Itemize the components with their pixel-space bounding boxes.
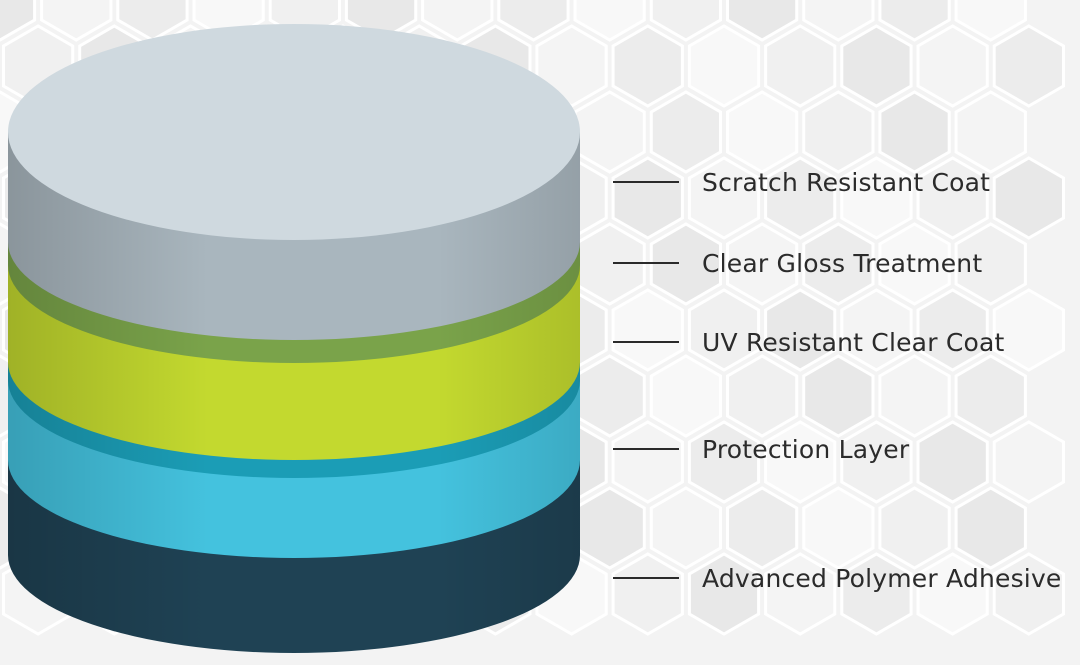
hexagon-tile [916,156,989,240]
layer-label-text: Scratch Resistant Coat [702,167,991,197]
hexagon-tile [840,288,913,372]
hexagon-tile [992,288,1065,372]
hexagon-tile [497,0,570,42]
hexagon-tile [573,0,646,42]
hexagon-tile [954,354,1027,438]
layer-label-5: Advanced Polymer Adhesive [613,558,1062,598]
layer-label-text: UV Resistant Clear Coat [702,327,1005,357]
hexagon-tile [840,552,913,636]
hexagon-tile [40,0,113,42]
hexagon-tile [992,24,1065,108]
hexagon-tile [726,486,799,570]
hexagon-tile [344,0,418,42]
hexagon-tile [611,24,684,108]
hexagon-tile [878,90,951,174]
hexagon-tile [649,354,722,438]
hexagon-tile [840,156,913,240]
hexagon-tile [802,222,875,306]
leader-line [613,448,679,450]
hexagon-tile [764,24,837,108]
hexagon-tile [840,24,913,108]
hexagon-tile [764,420,837,504]
layer-label-text: Advanced Polymer Adhesive [702,563,1062,593]
hexagon-tile [802,0,875,42]
hexagon-tile [992,552,1065,636]
hexagon-tile [802,486,875,570]
hexagon-tile [764,156,837,240]
layer-label-1: Scratch Resistant Coat [613,162,990,202]
hexagon-tile [687,420,761,504]
hexagon-tile [687,156,761,240]
hexagon-tile [421,0,494,42]
hexagon-tile [649,0,722,42]
hexagon-tile [954,222,1027,306]
hexagon-tile [116,0,189,42]
hexagon-tile [992,420,1065,504]
hexagon-tile [687,24,761,108]
hexagon-tile [916,288,989,372]
leader-line [613,181,679,183]
hexagon-tile [802,90,875,174]
leader-line [613,262,679,264]
hexagon-tile [611,288,684,372]
hexagon-tile [878,354,951,438]
hexagon-tile [878,486,951,570]
hexagon-tile [611,420,684,504]
hexagon-tile [687,552,761,636]
hexagon-tile [649,222,722,306]
hexagon-tile [726,0,799,42]
hexagon-tile [0,0,37,42]
hexagon-tile [649,90,722,174]
hexagon-tile [916,420,989,504]
hexagon-tile [802,354,875,438]
leader-line [613,577,679,579]
hexagon-tile [840,420,913,504]
leader-line [613,341,679,343]
layer-label-2: Clear Gloss Treatment [613,243,982,283]
hexagon-tile [611,552,684,636]
hexagon-tile [726,354,799,438]
hexagon-tile [878,0,951,42]
hexagon-tile [954,90,1027,174]
layer-label-4: Protection Layer [613,429,909,469]
hexagon-tile [954,0,1027,42]
hexagon-tile [916,552,989,636]
layer-label-3: UV Resistant Clear Coat [613,322,1005,362]
hexagon-tile [764,552,837,636]
hexagon-tile [726,222,799,306]
layer-label-text: Clear Gloss Treatment [702,248,983,278]
hexagon-tile [992,156,1065,240]
hexagon-tile [726,90,799,174]
hexagon-tile [611,156,684,240]
hexagon-tile [687,288,761,372]
layer-label-text: Protection Layer [702,434,910,464]
hexagon-tile [878,222,951,306]
hexagon-tile [954,486,1027,570]
layered-cylinder-diagram [8,24,580,653]
cylinder-shading [8,132,580,653]
hexagon-tile [764,288,837,372]
hexagon-tile [649,486,722,570]
hexagon-tile [916,24,989,108]
cylinder-top-face [8,24,580,240]
